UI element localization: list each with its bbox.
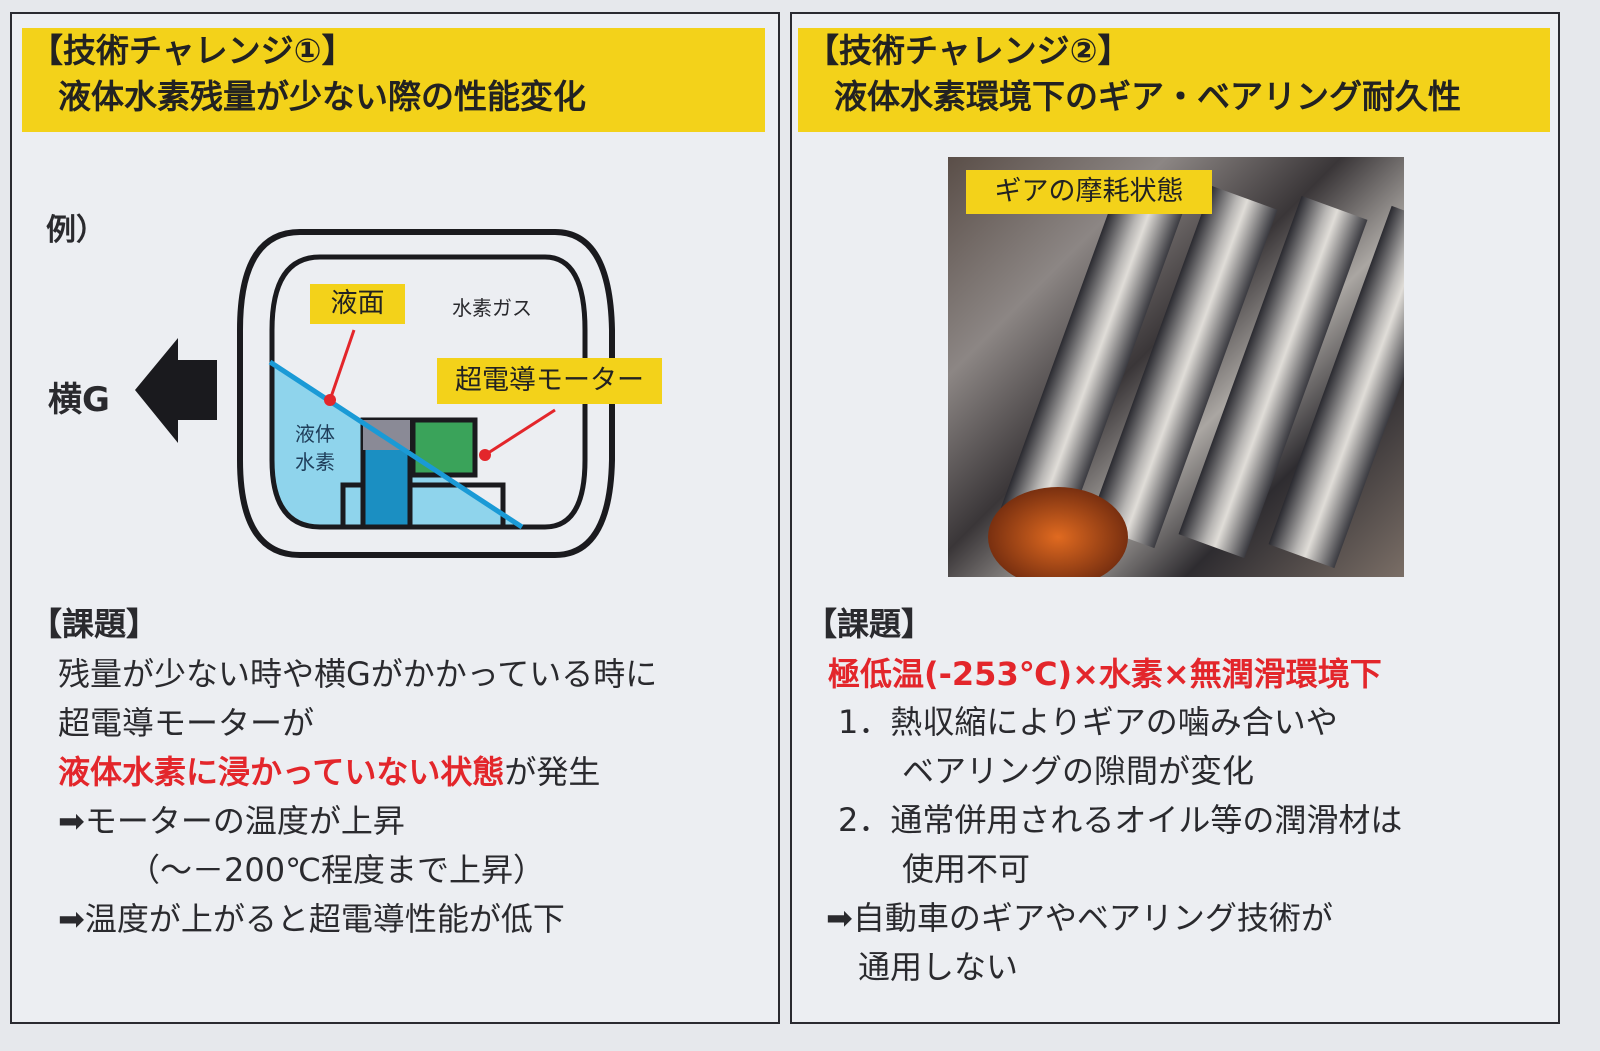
issue-line: 超電導モーターが [58, 704, 315, 742]
result-line: ➡モーターの温度が上昇 [58, 802, 405, 840]
conclusion-line: 通用しない [826, 948, 1019, 986]
issue-line: 残量が少ない時や横Gがかかっている時に [58, 655, 658, 693]
issue-highlight: 極低温(-253℃)×水素×無潤滑環境下 [828, 655, 1382, 693]
banner-subtitle: 液体水素残量が少ない際の性能変化 [58, 77, 586, 116]
challenge-2-banner: 【技術チャレンジ②】 液体水素環境下のギア・ベアリング耐久性 [798, 28, 1550, 132]
liquid-surface-tag: 液面 [310, 284, 405, 324]
hydrogen-gas-label: 水素ガス [452, 296, 532, 320]
example-label: 例） [46, 213, 106, 248]
issue-line: 液体水素に浸かっていない状態が発生 [58, 748, 657, 797]
arrow-left-icon [135, 338, 217, 443]
tank-diagram [135, 229, 615, 558]
result-note: （～－200℃程度まで上昇） [128, 851, 546, 889]
issue-list: 1．熱収縮によりギアの噛み合いや ベアリングの隙間が変化 2．通常併用されるオイ… [838, 698, 1402, 894]
issue-highlight: 液体水素に浸かっていない状態 [58, 753, 505, 791]
conclusion: ➡自動車のギアやベアリング技術が 通用しない [826, 894, 1333, 992]
banner-title: 【技術チャレンジ①】 [30, 31, 355, 70]
photo-label: ギアの摩耗状態 [966, 170, 1212, 214]
superconducting-motor [410, 417, 478, 478]
lateral-g-label: 横G [48, 380, 110, 420]
tank-inner-wall [269, 254, 588, 530]
banner-title: 【技術チャレンジ②】 [806, 31, 1131, 70]
gear-wear-photo [948, 157, 1404, 577]
issue-heading: 【課題】 [30, 605, 159, 643]
issue-text: 残量が少ない時や横Gがかかっている時に 超電導モーターが 液体水素に浸かっていな… [58, 650, 657, 944]
banner-subtitle: 液体水素環境下のギア・ベアリング耐久性 [834, 77, 1461, 116]
liquid-hydrogen-label: 液体 水素 [295, 420, 335, 476]
issue-heading: 【課題】 [805, 605, 934, 643]
result-line: ➡温度が上がると超電導性能が低下 [58, 900, 565, 938]
challenge-1-banner: 【技術チャレンジ①】 液体水素残量が少ない際の性能変化 [22, 28, 765, 132]
issue-item: 1．熱収縮によりギアの噛み合いや [838, 703, 1338, 741]
motor-tag: 超電導モーター [437, 358, 662, 404]
issue-item: 使用不可 [838, 850, 1031, 888]
issue-item: 2．通常併用されるオイル等の潤滑材は [838, 801, 1403, 839]
motor-top-block [363, 420, 410, 450]
label-line: 水素 [295, 450, 335, 474]
tank-outer-wall [237, 229, 615, 558]
label-line: 液体 [295, 422, 335, 446]
issue-suffix: が発生 [504, 753, 601, 791]
conclusion-line: ➡自動車のギアやベアリング技術が [826, 899, 1333, 937]
liquid-surface-line [268, 359, 524, 530]
issue-item: ベアリングの隙間が変化 [838, 752, 1255, 790]
